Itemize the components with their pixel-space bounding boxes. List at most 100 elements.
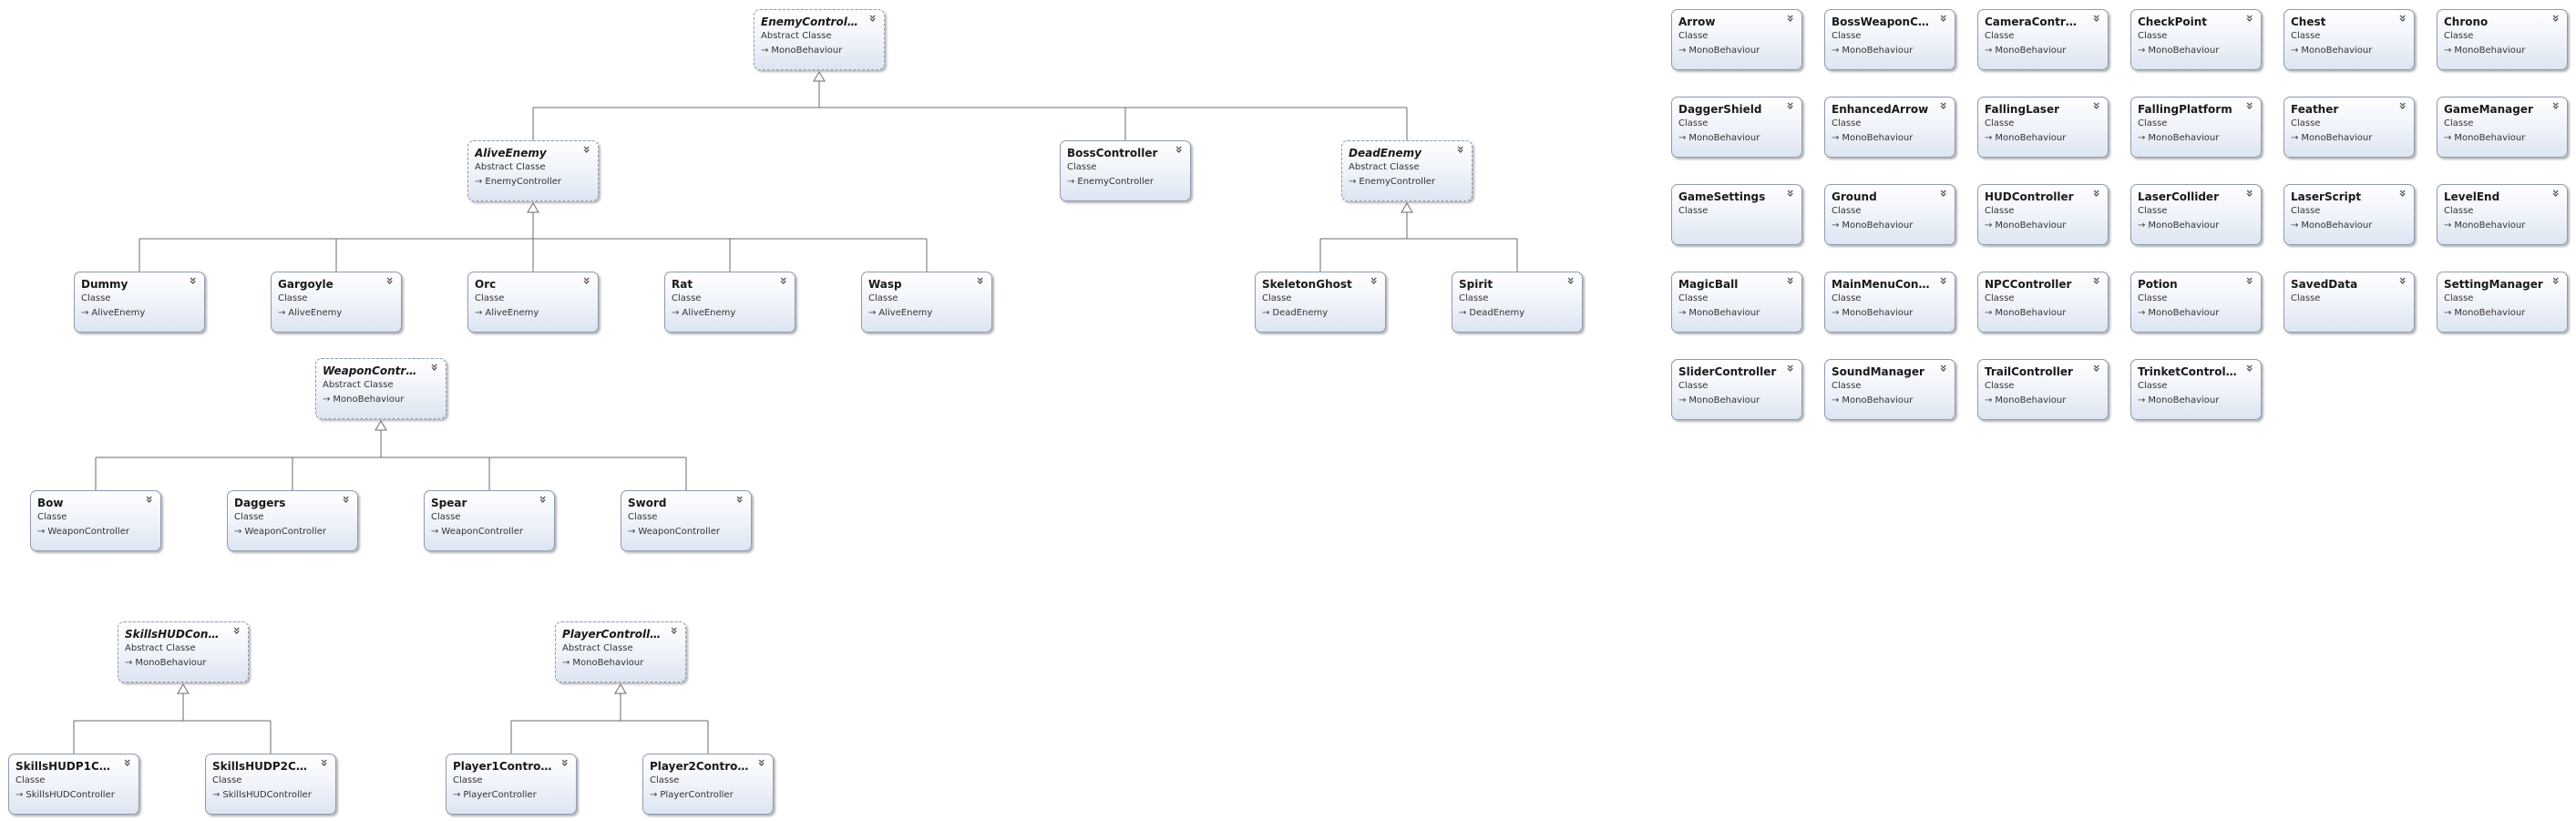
- chevron-double-down-icon[interactable]: »: [972, 276, 988, 285]
- chevron-double-down-icon[interactable]: »: [1782, 276, 1798, 285]
- chevron-double-down-icon[interactable]: »: [2548, 276, 2563, 285]
- chevron-double-down-icon[interactable]: »: [316, 758, 332, 767]
- chevron-double-down-icon[interactable]: »: [1935, 364, 1951, 373]
- chevron-double-down-icon[interactable]: »: [2548, 189, 2563, 198]
- chevron-double-down-icon[interactable]: »: [2548, 14, 2563, 23]
- chevron-double-down-icon[interactable]: »: [185, 276, 200, 285]
- chevron-double-down-icon[interactable]: »: [579, 145, 594, 154]
- chevron-double-down-icon[interactable]: »: [1171, 145, 1186, 154]
- chevron-double-down-icon[interactable]: »: [2395, 14, 2410, 23]
- chevron-double-down-icon[interactable]: »: [1935, 276, 1951, 285]
- class-box-boss-weapon-controller[interactable]: BossWeaponCo...Classe→MonoBehaviour»: [1824, 9, 1955, 70]
- chevron-double-down-icon[interactable]: »: [2089, 364, 2104, 373]
- chevron-double-down-icon[interactable]: »: [2395, 276, 2410, 285]
- chevron-double-down-icon[interactable]: »: [1563, 276, 1578, 285]
- chevron-double-down-icon[interactable]: »: [2242, 189, 2257, 198]
- chevron-double-down-icon[interactable]: »: [2242, 364, 2257, 373]
- class-box-skills-hudp2-controller[interactable]: SkillsHUDP2Con...Classe→SkillsHUDControl…: [205, 754, 336, 815]
- chevron-double-down-icon[interactable]: »: [754, 758, 769, 767]
- chevron-double-down-icon[interactable]: »: [2242, 276, 2257, 285]
- chevron-double-down-icon[interactable]: »: [1366, 276, 1381, 285]
- class-box-skills-hud-controller[interactable]: SkillsHUDControllerAbstract Classe→MonoB…: [118, 621, 249, 682]
- chevron-double-down-icon[interactable]: »: [2548, 101, 2563, 110]
- chevron-double-down-icon[interactable]: »: [338, 495, 354, 504]
- chevron-double-down-icon[interactable]: »: [1782, 189, 1798, 198]
- chevron-double-down-icon[interactable]: »: [2242, 14, 2257, 23]
- chevron-double-down-icon[interactable]: »: [579, 276, 594, 285]
- chevron-double-down-icon[interactable]: »: [426, 363, 442, 372]
- chevron-double-down-icon[interactable]: »: [1782, 364, 1798, 373]
- chevron-double-down-icon[interactable]: »: [2089, 14, 2104, 23]
- chevron-double-down-icon[interactable]: »: [2089, 276, 2104, 285]
- chevron-double-down-icon[interactable]: »: [2242, 101, 2257, 110]
- chevron-double-down-icon[interactable]: »: [382, 276, 397, 285]
- class-box-main-menu-controller[interactable]: MainMenuContr...Classe→MonoBehaviour»: [1824, 272, 1955, 333]
- chevron-double-down-icon[interactable]: »: [2089, 189, 2104, 198]
- class-box-skills-hudp1-controller[interactable]: SkillsHUDP1Con...Classe→SkillsHUDControl…: [8, 754, 139, 815]
- chevron-double-down-icon[interactable]: »: [2089, 101, 2104, 110]
- chevron-double-down-icon[interactable]: »: [229, 626, 244, 635]
- chevron-double-down-icon[interactable]: »: [1782, 101, 1798, 110]
- class-box-weapon-controller[interactable]: WeaponControllerAbstract Classe→MonoBeha…: [315, 358, 446, 419]
- chevron-double-down-icon[interactable]: »: [141, 495, 157, 504]
- chevron-double-down-icon[interactable]: »: [732, 495, 747, 504]
- chevron-double-down-icon[interactable]: »: [1935, 101, 1951, 110]
- chevron-double-down-icon[interactable]: »: [1452, 145, 1468, 154]
- chevron-double-down-icon[interactable]: »: [535, 495, 550, 504]
- chevron-double-down-icon[interactable]: »: [2395, 101, 2410, 110]
- chevron-double-down-icon[interactable]: »: [119, 758, 135, 767]
- chevron-double-down-icon[interactable]: »: [1935, 189, 1951, 198]
- chevron-double-down-icon[interactable]: »: [775, 276, 791, 285]
- chevron-double-down-icon[interactable]: »: [1935, 14, 1951, 23]
- chevron-double-down-icon[interactable]: »: [1782, 14, 1798, 23]
- chevron-double-down-icon[interactable]: »: [2395, 189, 2410, 198]
- chevron-double-down-icon[interactable]: »: [865, 14, 880, 23]
- chevron-double-down-icon[interactable]: »: [666, 626, 682, 635]
- chevron-double-down-icon[interactable]: »: [557, 758, 572, 767]
